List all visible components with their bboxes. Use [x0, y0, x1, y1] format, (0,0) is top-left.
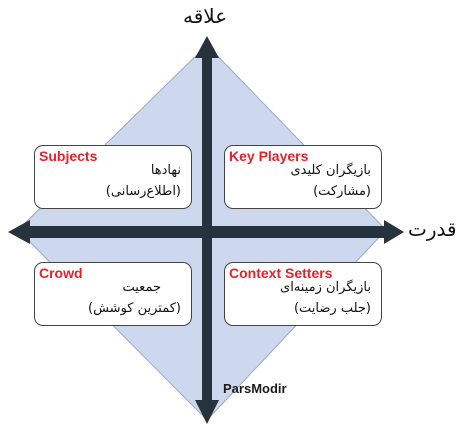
interest-axis-label: علاقه — [183, 4, 228, 28]
quadrant-strategy: (جلب رضایت) — [293, 301, 371, 316]
quadrant-persian-name: نهادها — [150, 163, 181, 178]
quadrant-title: Crowd — [39, 265, 83, 281]
quadrant-persian-name: بازیگران زمینه‌ای — [280, 280, 371, 295]
watermark-label: ParsModir — [223, 381, 287, 396]
quadrant-strategy: (اطلاع‌رسانی) — [105, 184, 181, 199]
quadrant-subjects: Subjects نهادها (اطلاع‌رسانی) — [34, 145, 192, 209]
quadrant-persian-name: جمعیت — [122, 280, 161, 295]
horizontal-axis-arrow — [8, 220, 404, 244]
quadrant-strategy: (مشارکت) — [313, 184, 371, 199]
quadrant-context-setters: Context Setters بازیگران زمینه‌ای (جلب ر… — [224, 262, 382, 326]
quadrant-persian-name: بازیگران کلیدی — [290, 163, 371, 178]
quadrant-strategy: (کمترین کوشش) — [88, 301, 181, 316]
quadrant-crowd: Crowd جمعیت (کمترین کوشش) — [34, 262, 192, 326]
quadrant-key-players: Key Players بازیگران کلیدی (مشارکت) — [224, 145, 382, 209]
power-axis-label: قدرت — [408, 217, 457, 241]
quadrant-title: Subjects — [39, 148, 98, 164]
quadrant-title: Context Setters — [229, 265, 333, 281]
quadrant-title: Key Players — [229, 148, 309, 164]
